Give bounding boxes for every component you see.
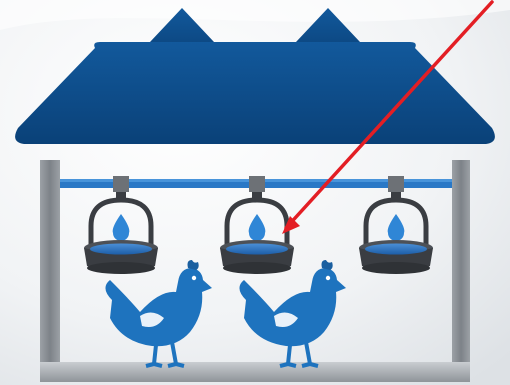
water-drop-icon — [248, 214, 266, 241]
floor — [40, 362, 470, 382]
chicken-left — [105, 260, 212, 368]
background-highlight — [0, 0, 510, 30]
house-roof — [15, 42, 495, 144]
water-drop-icon — [112, 214, 130, 241]
wall-left — [40, 160, 60, 370]
drinker-left — [84, 176, 158, 274]
red-pointer-arrow — [282, 0, 494, 234]
drinker-right — [359, 176, 433, 274]
water-drop-icon — [387, 214, 405, 241]
drinker-center — [220, 176, 294, 274]
chicken-right — [239, 260, 346, 368]
wall-right — [452, 160, 470, 370]
